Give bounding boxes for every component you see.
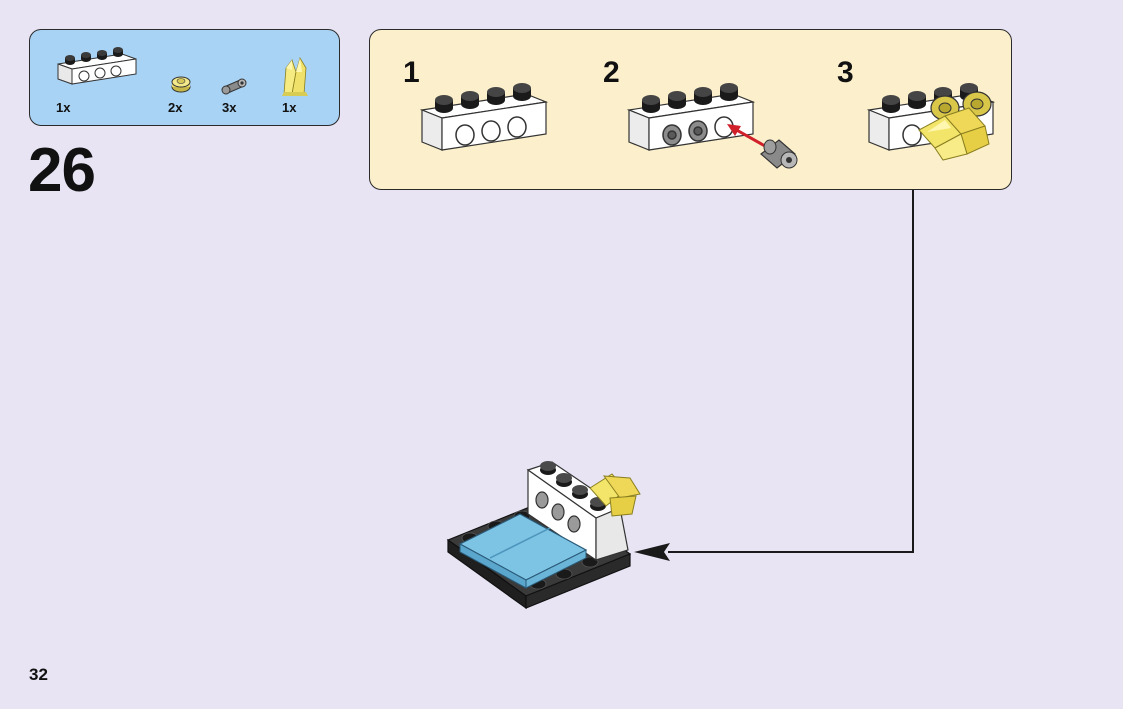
substep-1-number: 1 (403, 56, 420, 89)
yellow-round-plate-icon (171, 76, 191, 93)
parts-callout: 1x 2x 3x 1x (29, 29, 340, 126)
grey-pin-icon (221, 78, 247, 95)
substep-3-number: 3 (837, 56, 854, 89)
white-technic-brick-1x4-icon (57, 47, 137, 85)
substep-2-brick-illustration (626, 83, 798, 169)
qty-crystal: 1x (282, 100, 297, 115)
page-number: 32 (29, 665, 48, 684)
substep-1-brick-illustration (419, 83, 549, 151)
step-number: 26 (28, 136, 96, 205)
substep-3-brick-illustration (866, 83, 996, 161)
substep-callout: 1 2 3 (369, 29, 1012, 190)
yellow-crystal-icon (282, 57, 308, 96)
qty-round-plate: 2x (168, 100, 183, 115)
main-assembly-illustration (446, 461, 641, 610)
qty-pin: 3x (222, 100, 237, 115)
substep-2-number: 2 (603, 56, 620, 89)
qty-brick: 1x (56, 100, 71, 115)
